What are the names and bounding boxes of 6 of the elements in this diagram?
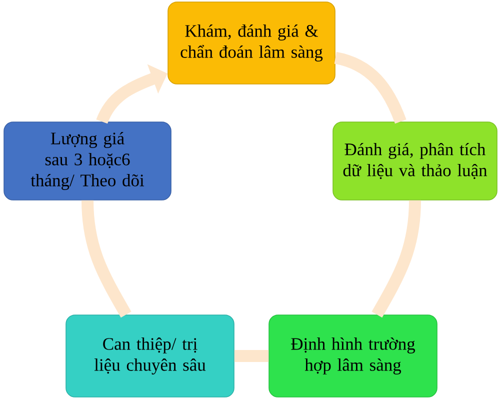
process-box: Lượng giá sau 3 hoặc6 tháng/ Theo dõi — [4, 122, 172, 200]
process-box: Đánh giá, phân tích dữ liệu và thảo luận — [332, 122, 498, 200]
process-box: Định hình trường hợp lâm sàng — [268, 314, 438, 398]
process-box: Khám, đánh giá & chẩn đoán lâm sàng — [168, 2, 336, 84]
cycle-arrow — [96, 66, 167, 124]
process-box: Can thiệp/ trị liệu chuyên sâu — [66, 314, 234, 398]
